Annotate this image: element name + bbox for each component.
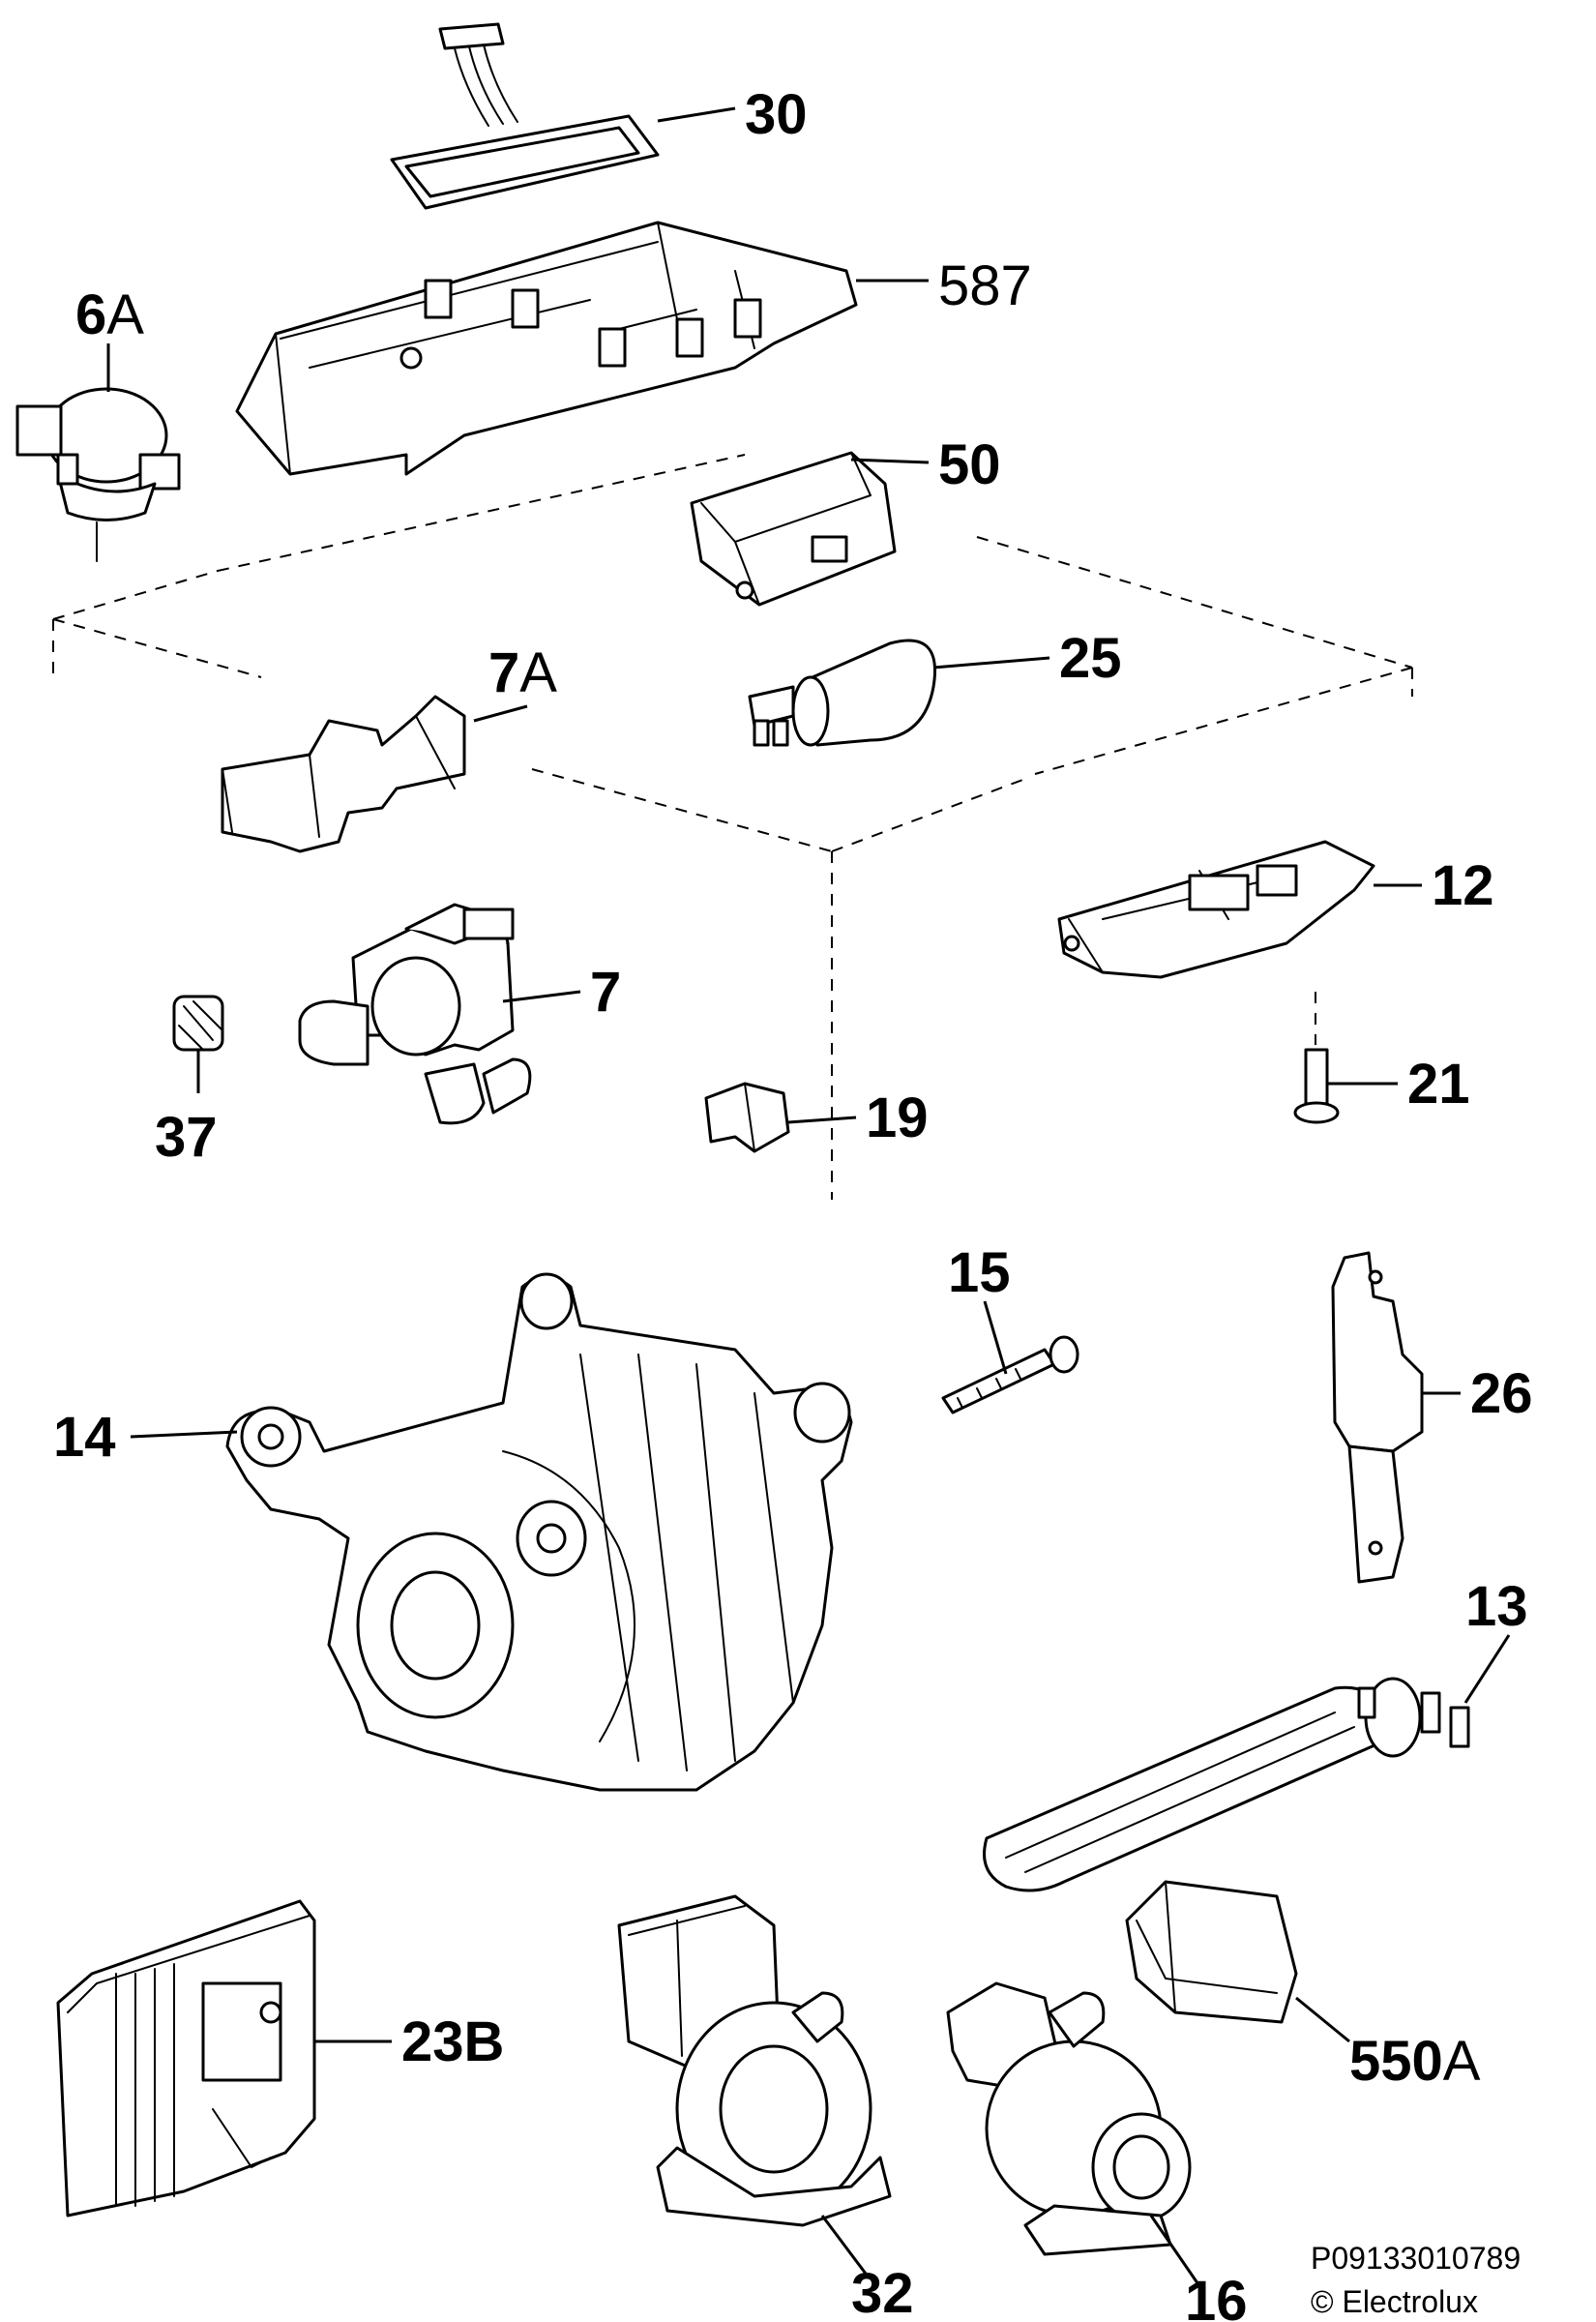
part-50-electronic-module (690, 451, 897, 607)
label-21: 21 (1407, 1053, 1470, 1116)
part-7-inlet-valve (298, 903, 532, 1125)
label-14: 14 (53, 1406, 116, 1469)
label-550a: 550A (1349, 2030, 1481, 2093)
part-21-screw (1293, 992, 1340, 1124)
label-13: 13 (1465, 1575, 1528, 1638)
label-30: 30 (745, 83, 808, 146)
label-15: 15 (948, 1241, 1011, 1304)
part-32-pump (617, 1894, 892, 2227)
cabinet-outline (52, 454, 1413, 1200)
label-26: 26 (1470, 1362, 1533, 1425)
part-26-sensor (1331, 1251, 1424, 1584)
label-7a: 7A (488, 641, 557, 704)
label-37: 37 (155, 1106, 218, 1169)
part-12-bracket (1057, 840, 1375, 979)
part-7a-clip (221, 695, 466, 853)
callout-labels: 30 587 6A 50 7A 25 12 7 37 21 19 15 26 1… (53, 83, 1533, 2322)
label-16: 16 (1185, 2270, 1248, 2322)
label-587: 587 (938, 254, 1032, 317)
label-32: 32 (851, 2262, 914, 2322)
part-19-connector (704, 1082, 790, 1153)
leader-lines (106, 106, 1511, 2294)
part-15-screw (941, 1335, 1079, 1414)
label-12: 12 (1432, 854, 1494, 917)
part-16-drain-pump (946, 1981, 1192, 2256)
part-6a-pressure-switch (15, 387, 181, 562)
footer: P09133010789 © Electrolux (1311, 2241, 1521, 2319)
part-23b-main-board (56, 1899, 316, 2218)
label-50: 50 (938, 433, 1001, 496)
part-14-motor (225, 1272, 853, 1792)
footer-code: P09133010789 (1311, 2241, 1521, 2276)
part-550a-cover (1125, 1880, 1298, 2024)
label-23b: 23B (401, 2010, 504, 2073)
part-30-display-board (390, 22, 660, 210)
label-19: 19 (866, 1087, 929, 1149)
part-587-control-panel (235, 221, 858, 476)
part-25-capacitor (748, 639, 936, 747)
part-37-inlet-filter (172, 995, 224, 1052)
label-6a: 6A (75, 283, 144, 346)
label-7: 7 (590, 961, 621, 1024)
footer-copyright: © Electrolux (1311, 2284, 1478, 2319)
part-13-heater (983, 1677, 1470, 1892)
label-25: 25 (1059, 627, 1122, 690)
